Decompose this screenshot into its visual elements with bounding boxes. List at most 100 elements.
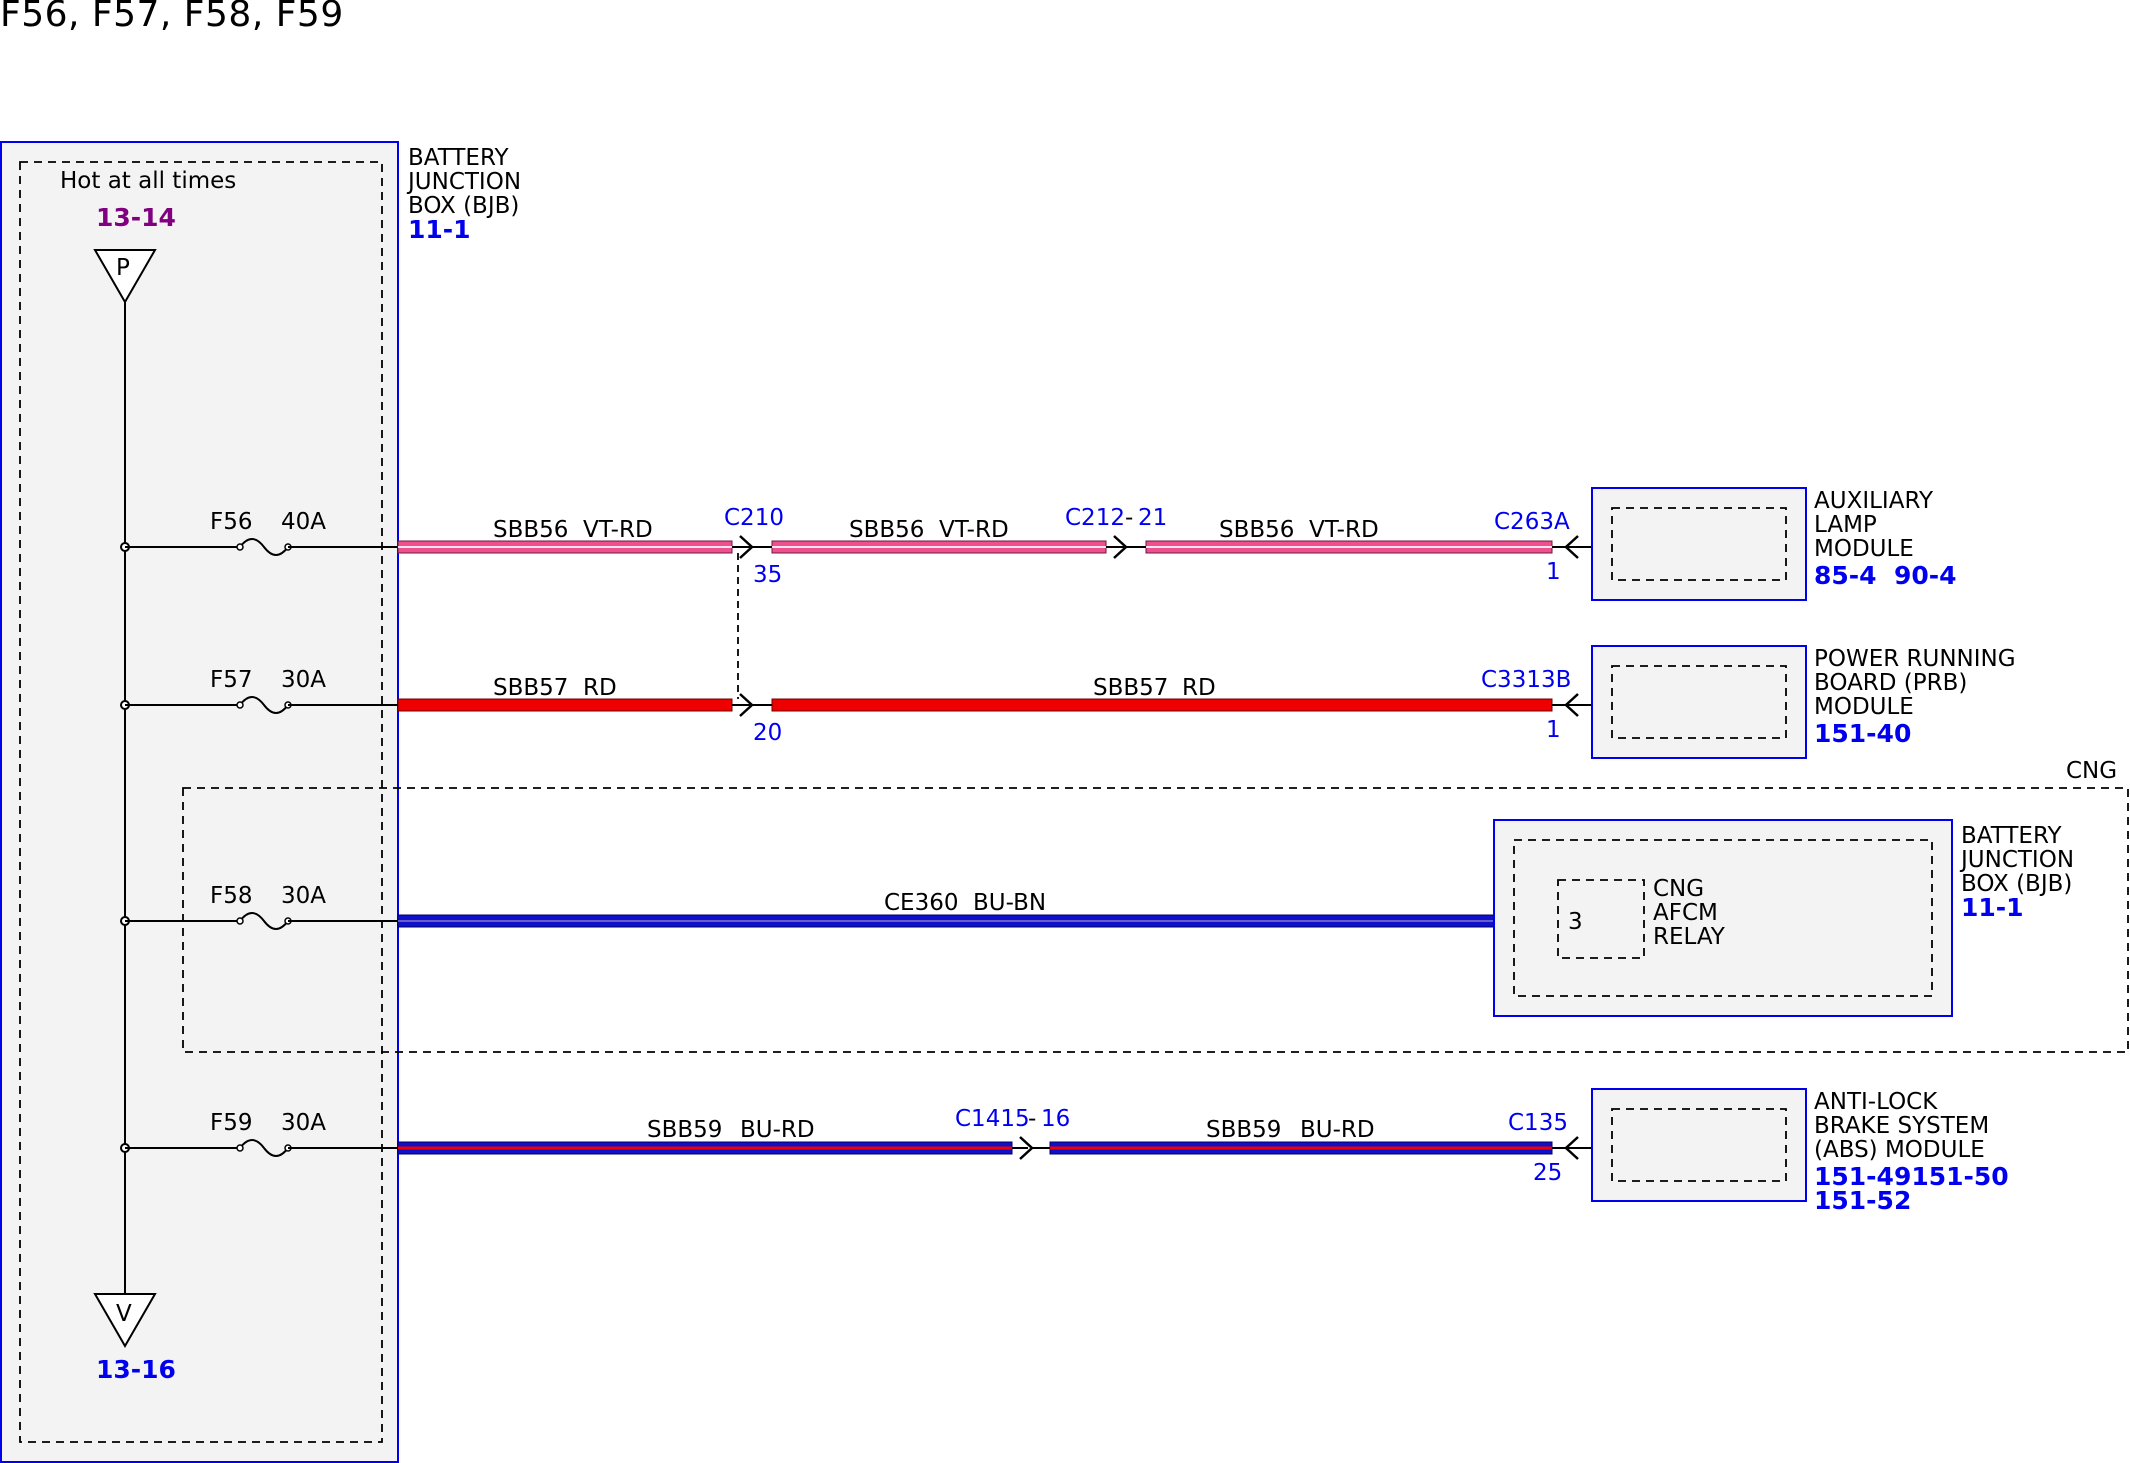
module-cng-bjb[interactable] [1493,819,1953,1017]
cng-option-label: CNG [2066,758,2117,784]
fuse-f59-symbol[interactable] [239,1139,289,1157]
module-auxiliary-lamp-name-3: MODULE [1814,536,1914,562]
connector-c263a-pin: 1 [1546,559,1561,585]
terminal-v-letter: V [116,1301,132,1327]
module-abs-outline[interactable] [1591,1088,1807,1202]
cng-afcm-relay-box[interactable] [1557,879,1645,959]
terminal-p-triangle[interactable] [93,249,157,305]
wire-ce360-circuit: CE360 [884,890,959,916]
connector-c210-pin-20: 20 [753,720,782,746]
module-cng-bjb-outline[interactable] [1493,819,1953,1017]
connector-c212-label[interactable]: C212 [1065,505,1125,531]
fuse-f57-symbol[interactable] [239,696,289,714]
bjb-name-line2: JUNCTION [406,169,521,195]
connector-c135-label[interactable]: C135 [1508,1110,1568,1136]
wire-sbb57[interactable] [397,698,1612,712]
hot-at-all-times-label: Hot at all times [60,168,236,194]
connector-c1415-pin: 16 [1041,1106,1070,1132]
module-cng-bjb-inner [1513,839,1933,997]
connector-c212-separator: - [1125,505,1133,531]
fuse-f59-pin-a [236,1144,244,1152]
connector-c263a[interactable] [1552,535,1579,559]
wire-sbb59[interactable] [397,1141,1612,1155]
cng-relay-name-2: AFCM [1653,900,1718,926]
module-auxiliary-lamp-outline[interactable] [1591,487,1807,601]
wire-sbb59-seg2-color: BU-RD [1300,1117,1375,1143]
terminal-v-triangle[interactable] [93,1293,157,1349]
connector-c210-label[interactable]: C210 [724,505,784,531]
wire-sbb57-seg1-circuit: SBB57 [493,675,568,701]
fuse-f58-row: F58 30A [120,883,398,930]
fuse-f57-rating: 30A [281,667,326,693]
connector-c212-pin: 21 [1138,505,1167,531]
module-auxiliary-lamp-name-1: AUXILIARY [1814,488,1934,514]
fuse-f57-row: F57 30A [120,667,398,714]
fuse-f56-pin-a [236,543,244,551]
wire-sbb57-seg1-color: RD [583,675,617,701]
connector-c3313b-pin: 1 [1546,717,1561,743]
module-prb-name-1: POWER RUNNING [1814,646,2016,672]
module-abs-name-1: ANTI-LOCK [1814,1089,1938,1115]
module-abs[interactable] [1591,1088,1807,1202]
module-prb-inner [1611,665,1787,739]
connector-c1415[interactable] [1012,1136,1050,1160]
module-auxiliary-lamp-inner [1611,507,1787,581]
fuse-f58-rating: 30A [281,883,326,909]
connector-c210-f57[interactable] [732,693,772,717]
module-cng-bjb-name-3: BOX (BJB) [1961,871,2072,897]
module-prb-refs[interactable]: 151-40 [1814,719,1911,748]
wire-sbb59-seg1-circuit: SBB59 [647,1117,722,1143]
connector-c263a-label[interactable]: C263A [1494,509,1570,535]
fuse-f59-row: F59 30A [120,1110,398,1157]
module-prb-name-3: MODULE [1814,694,1914,720]
cng-relay-name-3: RELAY [1653,924,1726,950]
cng-relay-name-1: CNG [1653,876,1704,902]
wire-sbb56-seg1-color: VT-RD [583,517,653,543]
connector-c3313b-label[interactable]: C3313B [1481,667,1571,693]
bottom-ref-link[interactable]: 13-16 [96,1355,176,1384]
connector-c210-f56[interactable] [732,535,772,559]
module-auxiliary-lamp-refs[interactable]: 85-4 90-4 [1814,561,1957,590]
bjb-outline[interactable] [0,141,399,1463]
fuse-f58-name: F58 [210,883,253,909]
wire-sbb57-seg2-color: RD [1182,675,1216,701]
page-title: F56, F57, F58, F59 [0,0,344,35]
fuse-f56-rating: 40A [281,509,326,535]
wire-ce360[interactable] [397,914,1558,928]
module-abs-refs-1[interactable]: 151-49151-50 [1814,1162,2009,1191]
module-cng-bjb-name-1: BATTERY [1961,823,2062,849]
wire-sbb56-seg1-circuit: SBB56 [493,517,568,543]
connector-c1415-label[interactable]: C1415 [955,1106,1030,1132]
bjb-name-line3: BOX (BJB) [408,193,519,219]
module-auxiliary-lamp[interactable] [1591,487,1807,601]
top-ref-link[interactable]: 13-14 [96,203,176,232]
module-prb-name-2: BOARD (PRB) [1814,670,1967,696]
module-cng-bjb-refs[interactable]: 11-1 [1961,893,2024,922]
connector-c135[interactable] [1552,1136,1579,1160]
bjb-name-line1: BATTERY [408,145,509,171]
connector-c1415-separator: - [1028,1106,1036,1132]
wire-sbb56-seg2-color: VT-RD [939,517,1009,543]
wire-sbb56-seg2-circuit: SBB56 [849,517,924,543]
fuse-f59-name: F59 [210,1110,253,1136]
module-prb-outline[interactable] [1591,645,1807,759]
module-abs-name-2: BRAKE SYSTEM [1814,1113,1989,1139]
wire-sbb59-seg2-circuit: SBB59 [1206,1117,1281,1143]
module-power-running-board[interactable] [1591,645,1807,759]
module-cng-bjb-name-2: JUNCTION [1959,847,2074,873]
terminal-p-letter: P [116,255,130,281]
fuse-f56-row: F56 40A [120,509,398,556]
fuse-f59-rating: 30A [281,1110,326,1136]
module-abs-name-3: (ABS) MODULE [1814,1137,1985,1163]
connector-c210-pin-35: 35 [753,562,782,588]
fuse-f56-symbol[interactable] [239,538,289,556]
connector-c3313b[interactable] [1552,693,1579,717]
wire-sbb56-seg3-circuit: SBB56 [1219,517,1294,543]
connector-c212[interactable] [1106,535,1146,559]
fuse-f58-symbol[interactable] [239,912,289,930]
fuse-f57-name: F57 [210,667,253,693]
module-abs-refs-2[interactable]: 151-52 [1814,1186,1911,1215]
module-auxiliary-lamp-name-2: LAMP [1814,512,1877,538]
bjb-ref-link[interactable]: 11-1 [408,215,471,244]
